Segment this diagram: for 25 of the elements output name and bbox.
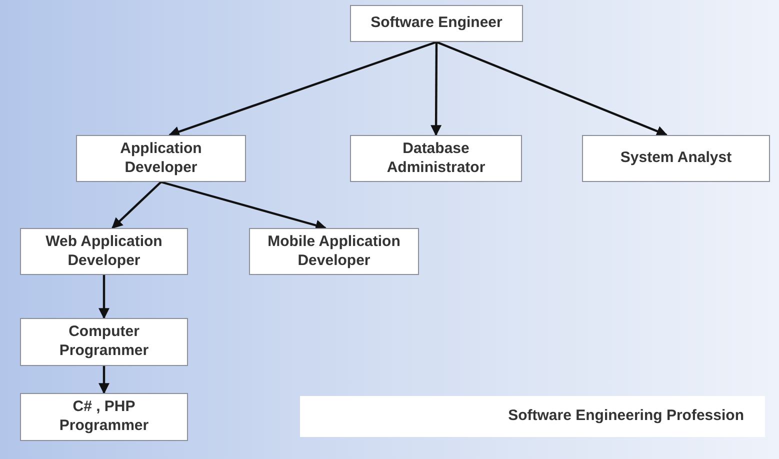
role-label: Mobile Application Developer — [266, 232, 402, 270]
role-box — [20, 393, 188, 441]
arrow — [98, 366, 110, 394]
role-label: Application Developer — [119, 140, 203, 178]
role-label: Database Administrator — [386, 140, 486, 178]
role-label: Software Engineering Profession — [508, 407, 744, 426]
role-box — [20, 228, 188, 275]
title-panel — [300, 396, 765, 437]
arrow — [430, 42, 442, 136]
arrow — [98, 275, 110, 320]
role-box — [76, 135, 246, 182]
role-box — [350, 135, 522, 182]
role-box — [249, 228, 419, 275]
arrow — [168, 40, 437, 137]
arrow — [112, 181, 162, 229]
role-box — [350, 5, 523, 42]
arrow — [160, 180, 327, 231]
role-label: Web Application Developer — [44, 232, 164, 270]
role-box — [582, 135, 770, 182]
role-box — [20, 318, 188, 366]
role-label: C# , PHP Programmer — [58, 398, 150, 436]
arrow — [436, 40, 668, 136]
role-label: Computer Programmer — [58, 323, 150, 361]
role-label: Software Engineer — [370, 14, 502, 33]
role-label: System Analyst — [620, 149, 732, 168]
